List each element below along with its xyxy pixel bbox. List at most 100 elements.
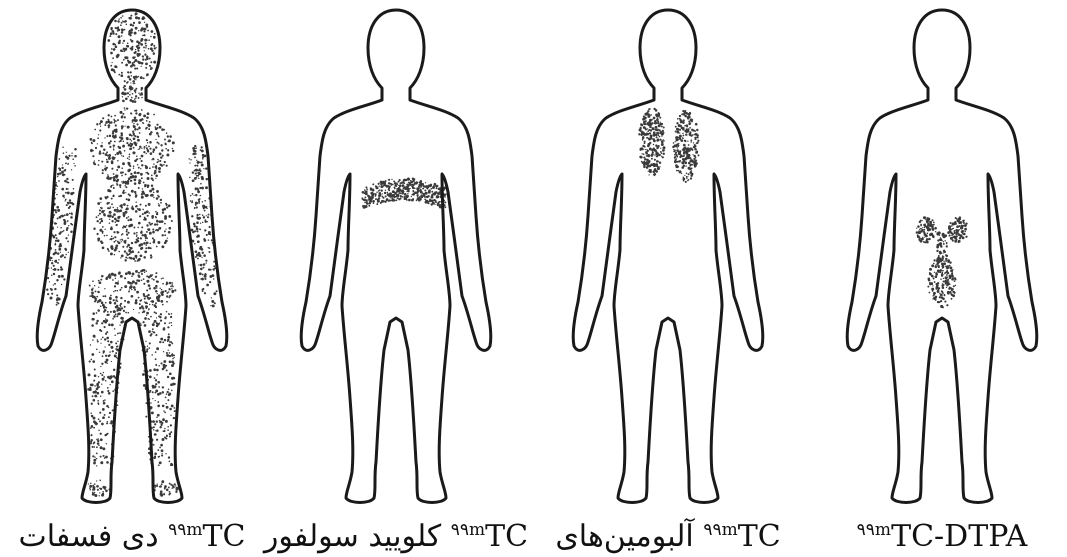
uptake-dot — [947, 261, 949, 263]
uptake-dot — [138, 272, 140, 274]
uptake-dot — [133, 309, 134, 310]
uptake-dot — [919, 221, 921, 223]
uptake-dot — [674, 150, 676, 152]
uptake-dot — [657, 132, 659, 134]
isotope-symbol: TC-DTPA — [891, 519, 1027, 554]
uptake-dot — [165, 365, 167, 367]
uptake-dot — [152, 387, 154, 389]
uptake-dot — [417, 196, 418, 197]
uptake-dot — [94, 422, 97, 425]
uptake-dot — [201, 257, 202, 258]
uptake-dot — [678, 137, 680, 139]
uptake-dot — [111, 273, 114, 276]
uptake-dot — [113, 213, 116, 216]
uptake-dot — [123, 310, 125, 312]
uptake-dot — [129, 91, 130, 92]
uptake-dot — [141, 280, 143, 282]
uptake-dot — [128, 164, 130, 166]
uptake-dot — [118, 35, 121, 38]
uptake-dot — [202, 214, 204, 216]
uptake-dot — [151, 300, 154, 303]
uptake-dot — [363, 205, 366, 208]
uptake-dot — [166, 165, 168, 167]
uptake-dot — [951, 289, 953, 291]
uptake-dot — [920, 238, 921, 239]
uptake-dot — [964, 228, 967, 231]
uptake-dot — [123, 59, 125, 61]
uptake-dot — [138, 187, 140, 189]
uptake-dot — [117, 231, 119, 233]
uptake-dot — [638, 133, 640, 135]
uptake-dot — [945, 260, 947, 262]
uptake-dot — [154, 377, 156, 379]
uptake-dot — [111, 203, 113, 205]
caption-text: دی فسفات — [19, 519, 159, 554]
uptake-dot — [658, 166, 660, 168]
uptake-dot — [954, 230, 956, 232]
uptake-dot — [101, 301, 104, 304]
uptake-dot — [692, 154, 693, 155]
uptake-dot — [148, 128, 150, 130]
uptake-dot — [103, 350, 105, 352]
uptake-dot — [122, 233, 124, 235]
uptake-dot — [134, 98, 135, 99]
uptake-dot — [203, 263, 206, 266]
uptake-dot — [133, 76, 136, 79]
uptake-dot — [648, 174, 649, 175]
uptake-dot — [154, 33, 156, 35]
uptake-dot — [136, 123, 138, 125]
uptake-dot — [385, 201, 387, 203]
uptake-dot — [204, 273, 206, 275]
uptake-dot — [170, 431, 172, 433]
uptake-dot — [107, 202, 109, 204]
uptake-dot — [62, 146, 63, 147]
uptake-dot — [133, 125, 136, 128]
uptake-dot — [121, 181, 122, 182]
uptake-dot — [166, 403, 167, 404]
uptake-dot — [143, 219, 145, 221]
uptake-dot — [136, 236, 137, 237]
uptake-dot — [50, 260, 52, 262]
uptake-dot — [124, 185, 126, 187]
uptake-dot — [407, 188, 410, 191]
uptake-dot — [94, 336, 95, 337]
uptake-dot — [90, 489, 91, 490]
uptake-dot — [100, 366, 101, 367]
uptake-dot — [163, 327, 165, 329]
uptake-dot — [650, 137, 653, 140]
uptake-dot — [105, 302, 107, 304]
uptake-dot — [109, 412, 111, 414]
uptake-dot — [159, 152, 162, 155]
uptake-dot — [100, 343, 101, 344]
uptake-dot — [101, 275, 103, 277]
uptake-dot — [166, 292, 168, 294]
uptake-dot — [152, 166, 154, 168]
uptake-dot — [61, 275, 64, 278]
uptake-dot — [116, 357, 117, 358]
uptake-dot — [649, 119, 651, 121]
uptake-dot — [115, 299, 117, 301]
uptake-dot — [420, 192, 422, 194]
uptake-dot — [99, 420, 101, 422]
uptake-dot — [168, 288, 170, 290]
uptake-dot — [170, 383, 173, 386]
uptake-dot — [146, 120, 148, 122]
uptake-dot — [102, 447, 105, 450]
uptake-dot — [112, 350, 114, 352]
uptake-dot — [167, 149, 169, 151]
uptake-dot — [681, 113, 683, 115]
uptake-dot — [377, 200, 379, 202]
uptake-dot — [437, 204, 439, 206]
uptake-dot — [110, 384, 111, 385]
uptake-dot — [161, 220, 164, 223]
uptake-dot — [162, 341, 164, 343]
uptake-dot — [111, 380, 114, 383]
uptake-dot — [656, 160, 658, 162]
uptake-dot — [189, 162, 190, 163]
uptake-dot — [115, 278, 116, 279]
uptake-dot — [955, 229, 958, 232]
uptake-dot — [104, 235, 106, 237]
uptake-dot — [934, 281, 936, 283]
uptake-dot — [155, 306, 157, 308]
uptake-dot — [166, 295, 168, 297]
